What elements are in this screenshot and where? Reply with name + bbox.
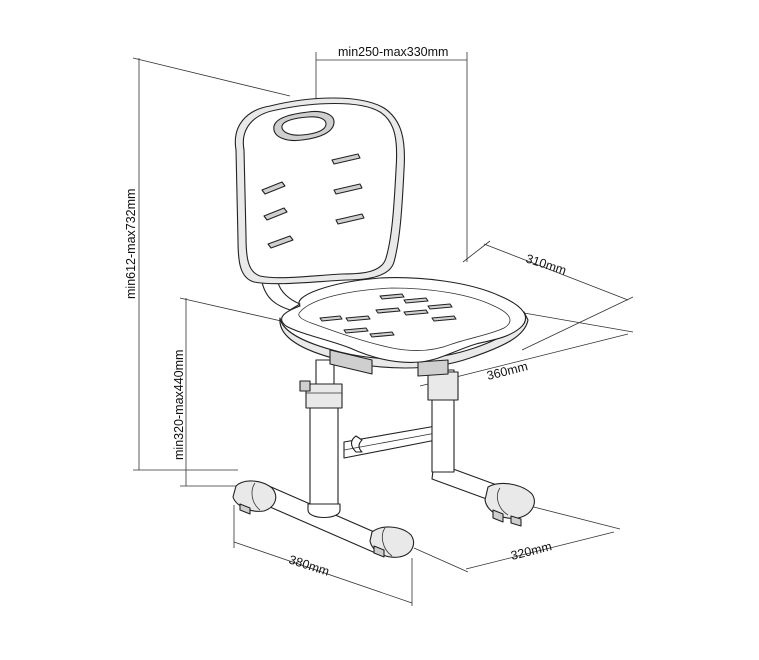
backrest-slots bbox=[261, 153, 365, 249]
base-width-label: 380mm bbox=[287, 553, 331, 579]
seat-depth-label: 310mm bbox=[524, 252, 568, 278]
total-height-label: min612-max732mm bbox=[124, 189, 138, 299]
base-depth-label: 320mm bbox=[509, 539, 553, 563]
backrest bbox=[234, 97, 405, 311]
base-frame bbox=[232, 359, 535, 558]
seat-height-label: min320-max440mm bbox=[172, 350, 186, 460]
back-width-label: min250-max330mm bbox=[338, 45, 448, 59]
seat-slots bbox=[319, 293, 457, 338]
seat-width-label: 360mm bbox=[485, 359, 529, 383]
seat bbox=[279, 277, 529, 377]
dimension-lines bbox=[132, 52, 634, 606]
